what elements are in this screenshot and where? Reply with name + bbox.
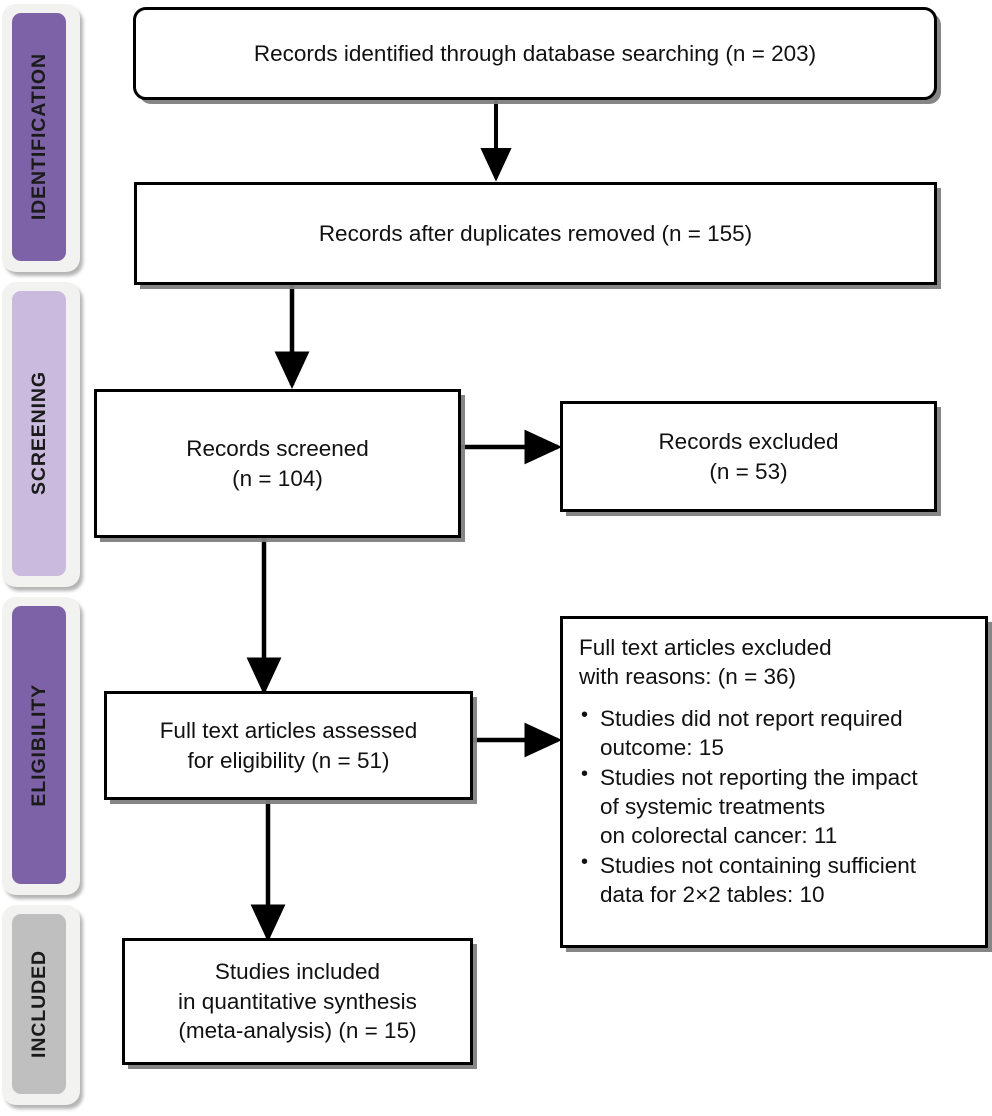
exclusion-reason-2-line1: Studies not reporting the impact (600, 764, 918, 790)
stage-frame-included: INCLUDED (2, 905, 80, 1105)
box-fulltext-assessed-line2: for eligibility (n = 51) (187, 747, 390, 773)
box-records-excluded-line1: Records excluded (658, 428, 839, 454)
box-records-screened[interactable]: Records screened (n = 104) (94, 389, 461, 538)
box-records-after-duplicates[interactable]: Records after duplicates removed (n = 15… (134, 182, 937, 285)
exclusion-reason-3-line2: data for 2×2 tables: 10 (600, 881, 825, 907)
box-records-identified[interactable]: Records identified through database sear… (133, 7, 937, 100)
box-records-excluded-line2: (n = 53) (709, 458, 788, 484)
box-fulltext-excluded-heading: Full text articles excluded with reasons… (579, 633, 918, 692)
box-fulltext-assessed[interactable]: Full text articles assessed for eligibil… (104, 691, 473, 800)
stage-label-identification: IDENTIFICATION (27, 53, 50, 221)
box-fulltext-excluded[interactable]: Full text articles excluded with reasons… (560, 616, 988, 948)
box-studies-included-line2: in quantitative synthesis (178, 988, 417, 1014)
stage-frame-screening: SCREENING (2, 282, 80, 587)
box-records-after-duplicates-text: Records after duplicates removed (n = 15… (318, 220, 753, 246)
box-studies-included-line3: (meta-analysis) (n = 15) (178, 1018, 417, 1044)
stage-tab-eligibility[interactable]: ELIGIBILITY (12, 606, 66, 884)
box-records-screened-line2: (n = 104) (232, 465, 323, 491)
box-fulltext-assessed-text: Full text articles assessed for eligibil… (150, 716, 428, 776)
box-records-screened-line1: Records screened (186, 435, 369, 461)
box-records-identified-text: Records identified through database sear… (253, 40, 817, 66)
box-records-screened-text: Records screened (n = 104) (176, 434, 379, 494)
stage-frame-eligibility: ELIGIBILITY (2, 597, 80, 895)
stage-label-included: INCLUDED (27, 950, 50, 1058)
exclusion-reason-item: Studies not reporting the impact of syst… (579, 762, 918, 850)
exclusion-reason-list: Studies did not report required outcome:… (579, 702, 918, 909)
exclusion-reason-3-line1: Studies not containing sufficient (600, 852, 917, 878)
box-fulltext-excluded-text: Full text articles excluded with reasons… (563, 619, 930, 910)
stage-tab-identification[interactable]: IDENTIFICATION (12, 13, 66, 261)
exclusion-reason-item: Studies not containing sufficient data f… (579, 850, 918, 909)
stage-frame-identification: IDENTIFICATION (2, 4, 80, 272)
box-fulltext-excluded-heading-line1: Full text articles excluded (579, 635, 832, 660)
stage-tab-screening[interactable]: SCREENING (12, 291, 66, 576)
box-fulltext-assessed-line1: Full text articles assessed (159, 717, 418, 743)
box-studies-included-line1: Studies included (214, 958, 381, 984)
box-records-excluded[interactable]: Records excluded (n = 53) (560, 401, 937, 512)
stage-label-screening: SCREENING (27, 371, 50, 496)
stage-label-eligibility: ELIGIBILITY (27, 683, 50, 807)
stage-tab-included[interactable]: INCLUDED (12, 914, 66, 1094)
exclusion-reason-2-line2: of systemic treatments (600, 793, 826, 819)
exclusion-reason-1-line2: outcome: 15 (600, 734, 724, 760)
exclusion-reason-2-line3: on colorectal cancer: 11 (600, 822, 838, 848)
box-records-excluded-text: Records excluded (n = 53) (648, 427, 848, 487)
box-fulltext-excluded-heading-line2: with reasons: (n = 36) (579, 664, 796, 690)
exclusion-reason-item: Studies did not report required outcome:… (579, 702, 918, 762)
box-studies-included-text: Studies included in quantitative synthes… (168, 957, 427, 1047)
exclusion-reason-1-line1: Studies did not report required (600, 705, 903, 731)
box-studies-included[interactable]: Studies included in quantitative synthes… (122, 938, 473, 1065)
